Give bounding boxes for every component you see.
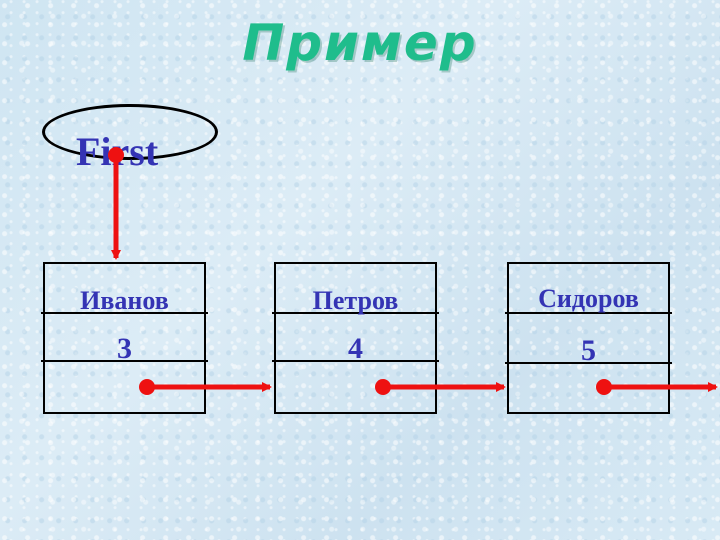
next-arrow-1 (139, 379, 272, 395)
first-arrow (108, 147, 124, 260)
first-pointer-ellipse (42, 104, 218, 160)
slide-title: Пример (242, 14, 478, 72)
node-divider (505, 312, 672, 314)
node-divider (41, 360, 208, 362)
list-node-3: Сидоров 5 (505, 262, 672, 414)
node-divider (41, 312, 208, 314)
node-name: Петров (312, 286, 399, 315)
node-value: 4 (348, 332, 363, 365)
next-arrow-2 (375, 379, 506, 395)
list-node-1: Иванов 3 (41, 262, 208, 414)
node-value: 3 (117, 332, 132, 365)
node-divider (272, 360, 439, 362)
list-node-2: Петров 4 (272, 262, 439, 414)
node-name: Иванов (80, 286, 169, 315)
node-divider (272, 312, 439, 314)
node-name: Сидоров (538, 284, 639, 313)
next-arrow-3 (596, 379, 718, 395)
node-value: 5 (581, 334, 596, 367)
node-divider (505, 362, 672, 364)
